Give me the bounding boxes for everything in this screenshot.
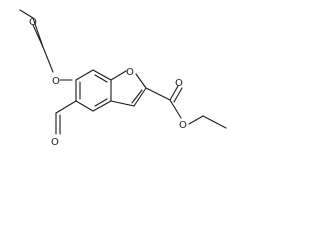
bond-ch2-ch3 xyxy=(202,115,227,129)
chemical-structure: O O O O O O xyxy=(19,9,227,148)
bond-c3a-c4 xyxy=(92,100,112,112)
bond-c-o-double-a xyxy=(169,85,179,101)
atom-o-ester-carbonyl: O xyxy=(175,78,183,89)
bond-methyl-o xyxy=(19,9,34,19)
structure-canvas: O O O O O O xyxy=(19,9,227,148)
atom-o-mom-top: O xyxy=(29,17,37,28)
bond-c7-c7a xyxy=(92,69,112,81)
bond-c3a-c4-inner xyxy=(94,98,108,107)
atom-o-ether: O xyxy=(52,76,60,87)
bond-c2-c3 xyxy=(133,87,147,107)
bond-c2-c3-inner xyxy=(131,89,143,104)
bond-c2-ccarbonyl xyxy=(145,87,171,101)
bond-c3-c3a xyxy=(110,100,135,107)
bond-c5-cho xyxy=(55,100,77,114)
bond-c7-c7a-inner xyxy=(94,74,108,83)
atom-o-furan: O xyxy=(126,67,134,78)
bond-c4-c5 xyxy=(75,100,94,112)
atom-o-aldehyde: O xyxy=(51,137,59,148)
bond-c-oester xyxy=(169,99,182,119)
bond-ch2-o xyxy=(32,17,44,48)
atom-o-ester: O xyxy=(179,120,187,131)
bond-ch2-o2 xyxy=(42,46,54,73)
bond-c-o-double-b xyxy=(173,87,183,103)
bond-o1-c2 xyxy=(135,73,147,89)
bond-c6-c7 xyxy=(75,69,94,81)
bond-oester-ch2 xyxy=(188,115,204,125)
bond-c7a-o1 xyxy=(110,70,127,81)
